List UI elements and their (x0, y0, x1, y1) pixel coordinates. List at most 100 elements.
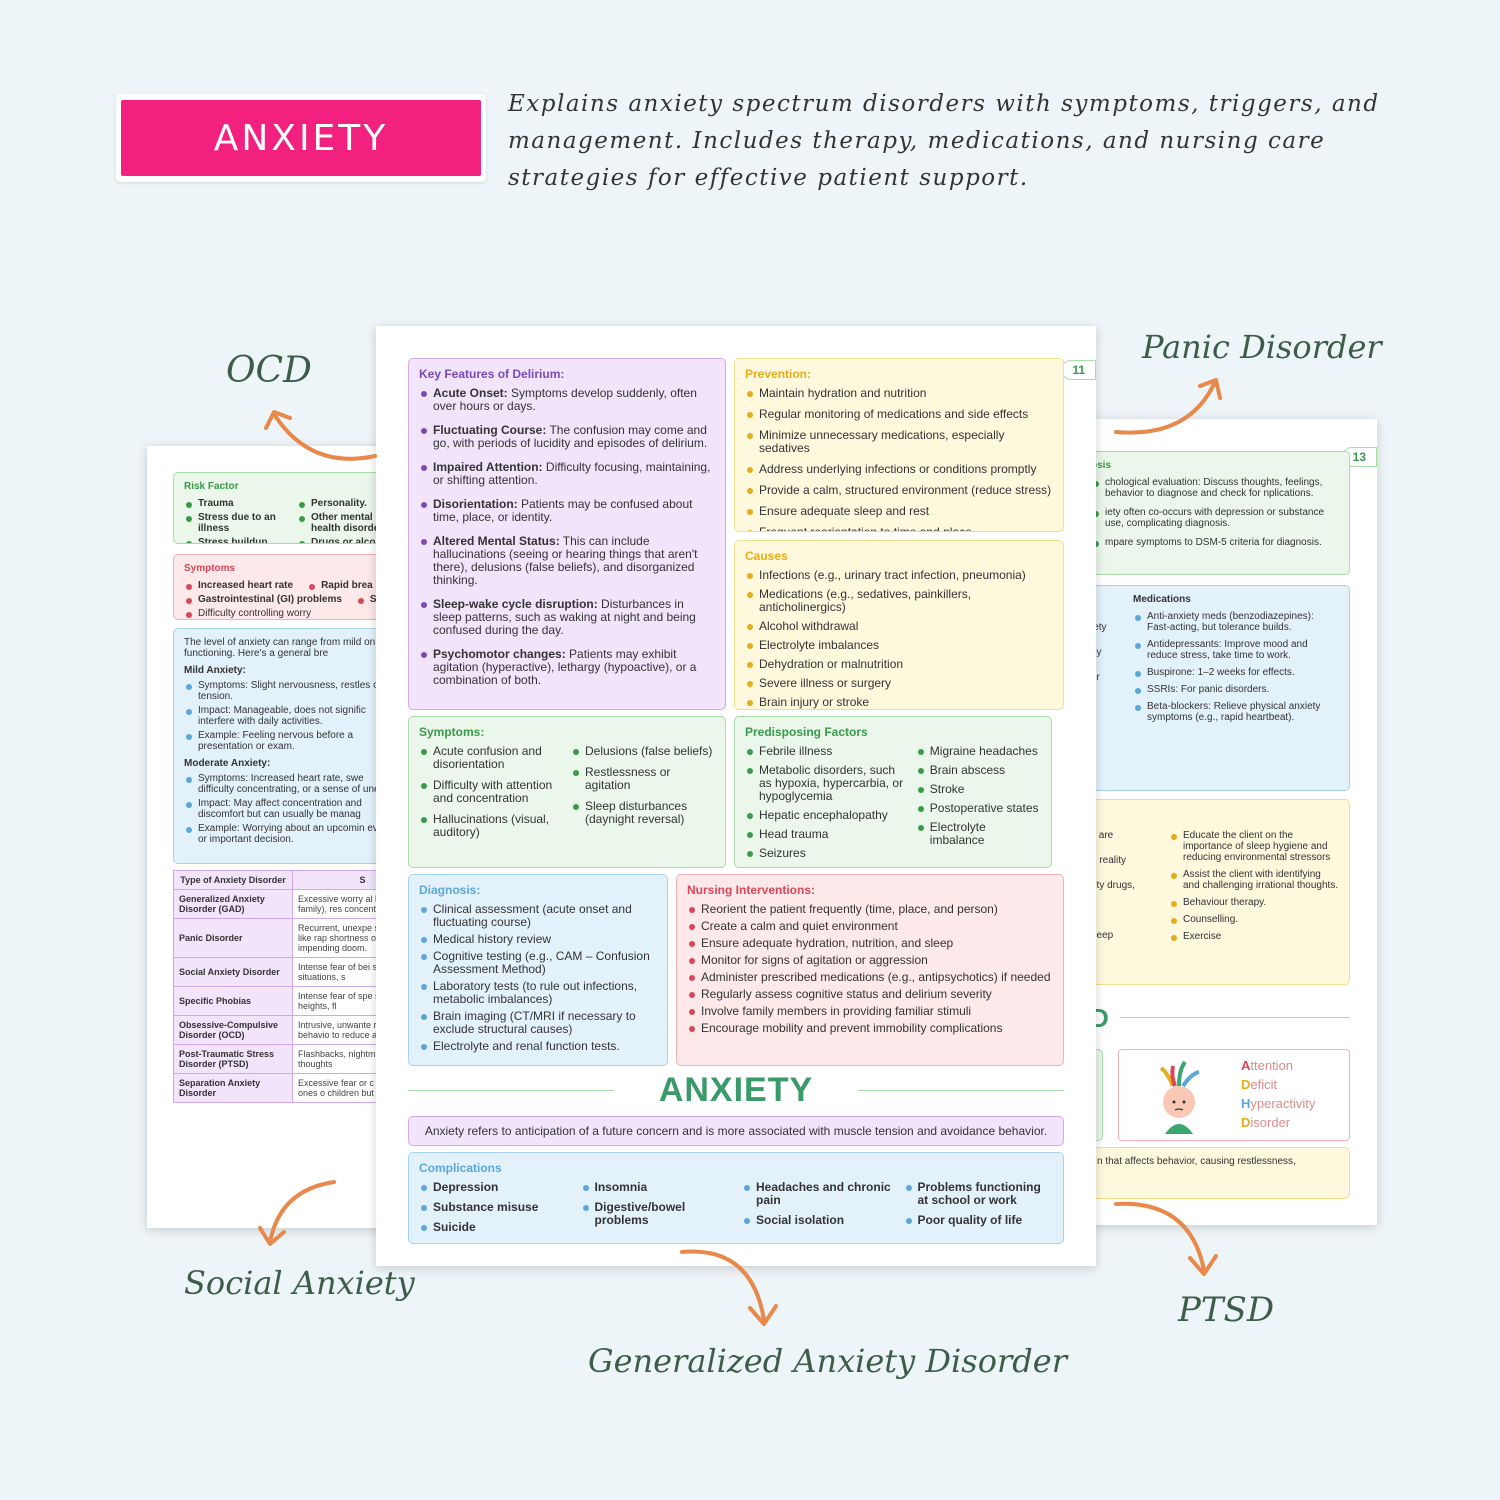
list-item: Personality. (297, 498, 387, 509)
list-item: Minimize unnecessary medications, especi… (745, 429, 1053, 455)
list-item: SSRIs: For panic disorders. (1133, 684, 1339, 695)
list-item: Stress buildup. (184, 537, 289, 543)
table-header-symptoms: S (292, 870, 387, 890)
list-item: Difficulty with attention and concentrat… (419, 779, 563, 805)
delirium-item: Sleep-wake cycle disruption: Disturbance… (419, 598, 715, 637)
text-fragment: deep (1091, 930, 1114, 941)
text-fragment: py (1091, 647, 1102, 658)
table-header-type: Type of Anxiety Disorder (173, 870, 293, 890)
anxiety-types-table: Type of Anxiety Disorder S Generalized A… (173, 870, 387, 1103)
adhd-word-initial: H (1241, 1096, 1251, 1111)
list-item: Cognitive testing (e.g., CAM – Confusion… (419, 950, 657, 976)
list-item: Buspirone: 1–2 weeks for effects. (1133, 667, 1339, 678)
text-fragment: iety (1091, 622, 1107, 633)
table-cell-type: Specific Phobias (173, 986, 293, 1016)
list-item: Alcohol withdrawal (745, 620, 1053, 633)
table-cell-type: Panic Disorder (173, 918, 293, 958)
diagnosis-list: Clinical assessment (acute onset and flu… (419, 903, 657, 1053)
delirium-title: Key Features of Delirium: (419, 367, 565, 381)
list-item: Counselling. (1169, 914, 1339, 925)
left-risk-col2: Personality.Other mental health disorder… (297, 498, 387, 543)
text-fragment: y are (1091, 830, 1114, 841)
nursing-interventions: Nursing Interventions: Reorient the pati… (676, 874, 1064, 1066)
heading-rule-left (408, 1090, 614, 1091)
adhd-head-icon (1159, 1060, 1200, 1134)
left-moderate-list: Symptoms: Increased heart rate, swe diff… (184, 773, 387, 845)
arrow-panic-icon (1114, 378, 1222, 435)
delirium-item-text: Symptoms develop suddenly, often over ho… (433, 386, 697, 413)
delirium-item: Fluctuating Course: The confusion may co… (419, 424, 715, 450)
prevention: Prevention: Maintain hydration and nutri… (734, 358, 1064, 532)
label-ocd: OCD (226, 350, 312, 391)
title-badge-text: ANXIETY (121, 100, 481, 176)
right-adhd-definition: n that affects behavior, causing restles… (1090, 1147, 1350, 1199)
table-row: Post-Traumatic Stress Disorder (PTSD)Fla… (173, 1044, 387, 1074)
list-item: Ensure adequate sleep and rest (745, 505, 1053, 518)
delirium-item-text: Patients may exhibit agitation (hyperact… (433, 647, 697, 687)
anxiety-heading: ANXIETY (658, 1071, 814, 1109)
list-item: Regular monitoring of medications and si… (745, 408, 1053, 421)
list-item: Example: Worrying about an upcomin event… (184, 823, 387, 845)
predisposing-title: Predisposing Factors (745, 725, 868, 739)
right-page: 13 osis chological evaluation: Discuss t… (1090, 419, 1377, 1225)
list-item: Stress due to an illness (184, 512, 289, 534)
table-row: Generalized Anxiety Disorder (GAD)Excess… (173, 889, 387, 919)
complications-title: Complications (419, 1161, 502, 1175)
list-item: Assist the client with identifying and c… (1169, 869, 1339, 891)
delirium-item-key: Impaired Attention: (433, 460, 543, 474)
heading-rule-right (858, 1090, 1064, 1091)
arrow-ocd-icon (264, 410, 377, 461)
delirium-item: Psychomotor changes: Patients may exhibi… (419, 648, 715, 687)
adhd-word: Attention (1241, 1056, 1315, 1075)
prevention-title: Prevention: (745, 367, 812, 381)
adhd-word-initial: D (1241, 1077, 1251, 1092)
delirium-item: Acute Onset: Symptoms develop suddenly, … (419, 387, 715, 413)
list-item: Impact: May affect concentration and dis… (184, 798, 387, 820)
list-item: Brain imaging (CT/MRI if necessary to ex… (419, 1010, 657, 1036)
delirium-list: Acute Onset: Symptoms develop suddenly, … (419, 387, 715, 687)
causes-list: Infections (e.g., urinary tract infectio… (745, 569, 1053, 709)
table-cell-symptoms: Intrusive, unwante repetitive behavio to… (292, 1015, 387, 1045)
list-item: Medical history review (419, 933, 657, 946)
list-item: Acute confusion and disorientation (419, 745, 563, 771)
list-item: Reorient the patient frequently (time, p… (687, 903, 1053, 916)
list-item: Educate the client on the importance of … (1169, 830, 1339, 863)
list-item: chological evaluation: Discuss thoughts,… (1091, 477, 1339, 499)
list-item: Anti-anxiety meds (benzodiazepines): Fas… (1133, 611, 1339, 633)
symptoms: Symptoms: Acute confusion and disorienta… (408, 716, 726, 868)
delirium-item-key: Sleep-wake cycle disruption: (433, 597, 598, 611)
definition-text: Anxiety refers to anticipation of a futu… (424, 1124, 1048, 1138)
complication-item: Social isolation (742, 1214, 892, 1227)
list-item: Difficulty controlling worry (184, 608, 311, 619)
list-item: Metabolic disorders, such as hypoxia, hy… (745, 764, 908, 803)
adhd-word-rest: eficit (1250, 1077, 1278, 1092)
list-item: Involve family members in providing fami… (687, 1005, 1053, 1018)
right-diagnosis-list: chological evaluation: Discuss thoughts,… (1091, 477, 1339, 548)
right-medications-title: Medications (1133, 594, 1191, 605)
list-item: S (356, 594, 377, 605)
list-item: Dehydration or malnutrition (745, 658, 1053, 671)
list-item: Hallucinations (visual, auditory) (419, 813, 563, 839)
list-item: Exercise (1169, 931, 1339, 942)
nursing-list: Reorient the patient frequently (time, p… (687, 903, 1053, 1035)
right-diagnosis-title: osis (1091, 460, 1112, 471)
list-item: Ensure adequate hydration, nutrition, an… (687, 937, 1053, 950)
list-item: Behaviour therapy. (1169, 897, 1339, 908)
label-ptsd: PTSD (1178, 1290, 1275, 1330)
diagnosis-title: Diagnosis: (419, 883, 481, 897)
table-cell-type: Post-Traumatic Stress Disorder (PTSD) (173, 1044, 293, 1074)
complication-item: Poor quality of life (904, 1214, 1054, 1227)
adhd-word: Deficit (1241, 1075, 1315, 1094)
adhd-word: Hyperactivity (1241, 1094, 1315, 1113)
complication-item: Digestive/bowel problems (581, 1201, 731, 1227)
symptoms-title: Symptoms: (419, 725, 485, 739)
text-fragment: d (1091, 697, 1127, 708)
left-moderate-title: Moderate Anxiety: (184, 758, 271, 769)
